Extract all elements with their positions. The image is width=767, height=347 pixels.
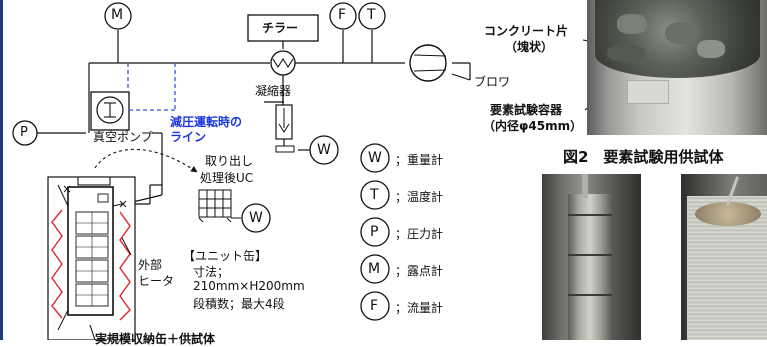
weight-meter-processed-symbol: W bbox=[249, 210, 263, 226]
blower-icon bbox=[409, 44, 447, 82]
legend-text-f: ；流量計 bbox=[395, 301, 444, 315]
pressure-meter-symbol: P bbox=[20, 125, 28, 140]
legend-symbol-t: T bbox=[370, 187, 379, 203]
reduced-pressure-line bbox=[127, 63, 176, 111]
weight-meter-condenser-symbol: W bbox=[317, 142, 331, 158]
heat-exchanger-icon bbox=[270, 50, 296, 76]
bottom-cut-label: 実規模収納缶＋供試体 bbox=[95, 332, 216, 346]
concrete-label-2: （塊状） bbox=[505, 40, 554, 54]
container-label-2: （内径φ45mm） bbox=[483, 119, 583, 133]
condenser-label: 凝縮器 bbox=[255, 84, 292, 98]
blower-label: ブロワ bbox=[474, 75, 511, 89]
flow-meter-symbol: F bbox=[338, 7, 347, 23]
vessel-photo-left bbox=[542, 174, 641, 340]
page-left-border bbox=[0, 0, 3, 340]
takeout-label: 取り出し bbox=[205, 154, 254, 168]
legend-text-w: ；重量計 bbox=[395, 153, 444, 167]
reduced-pressure-label-1: 減圧運転時の bbox=[170, 115, 243, 129]
chiller-label: チラー bbox=[262, 21, 299, 35]
legend-text-p: ；圧力計 bbox=[395, 227, 444, 241]
vacuum-pump-label: 真空ポンプ bbox=[93, 130, 153, 144]
heater-label-2: ヒータ bbox=[138, 274, 175, 288]
condenser-icon bbox=[275, 75, 295, 153]
unit-can-size: 210mm×H200mm bbox=[193, 279, 305, 293]
legend-circles bbox=[360, 143, 390, 321]
legend-symbol-w: W bbox=[368, 150, 382, 166]
heating-vessel bbox=[47, 176, 136, 340]
process-flow-diagram bbox=[12, 2, 611, 340]
concrete-label-1: コンクリート片 bbox=[484, 24, 569, 38]
dew-point-meter-symbol: M bbox=[111, 7, 124, 23]
unit-can-size-label: 寸法； bbox=[193, 265, 230, 279]
instrument-circles bbox=[12, 2, 386, 233]
legend-text-t: ；温度計 bbox=[395, 190, 444, 204]
processed-uc-icon bbox=[198, 189, 241, 219]
temperature-meter-symbol: T bbox=[367, 7, 376, 23]
external-heater-zigzag bbox=[51, 209, 131, 321]
heater-label-1: 外部 bbox=[138, 258, 163, 272]
unit-can-title: 【ユニット缶】 bbox=[183, 249, 268, 263]
container-label-1: 要素試験容器 bbox=[490, 103, 563, 117]
legend-symbol-m: M bbox=[368, 261, 381, 277]
legend-symbol-f: F bbox=[370, 298, 379, 314]
reduced-pressure-label-2: ライン bbox=[170, 130, 207, 144]
specimen-container-photo bbox=[587, 0, 767, 135]
unit-can-stages: 段積数；最大4段 bbox=[193, 297, 285, 311]
chiller-box bbox=[247, 14, 319, 42]
vessel-photo-right bbox=[681, 174, 767, 340]
takeout-arrow bbox=[94, 148, 198, 173]
legend-text-m: ；露点計 bbox=[395, 264, 444, 278]
processed-uc-label: 処理後UC bbox=[200, 171, 254, 185]
figure-caption: 図2 要素試験用供試体 bbox=[563, 148, 724, 166]
legend-symbol-p: P bbox=[370, 224, 379, 240]
vacuum-pump-icon bbox=[90, 91, 130, 131]
